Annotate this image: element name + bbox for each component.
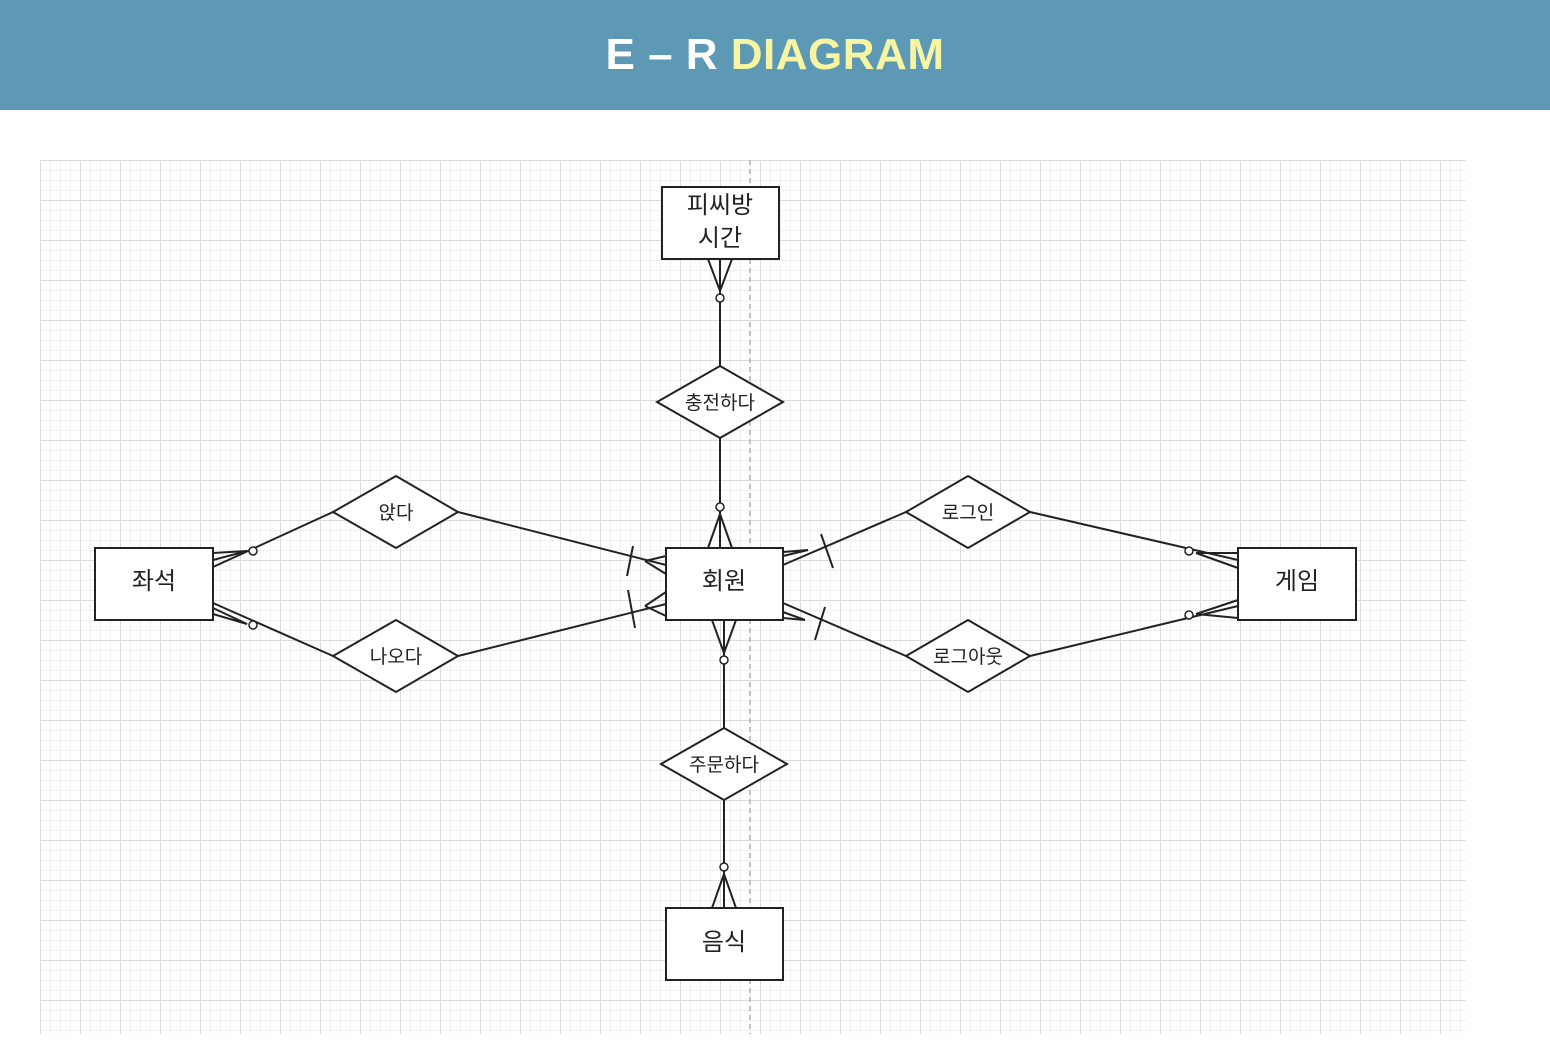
edge-seat-sit	[212, 511, 334, 568]
entity-label: 시간	[698, 224, 742, 252]
edges	[212, 258, 1239, 909]
relationship-label: 앉다	[379, 502, 414, 524]
relationship-charge[interactable]: 충전하다	[654, 364, 786, 440]
entity-label: 좌석	[132, 567, 176, 595]
endpoint-circle	[1184, 546, 1194, 556]
entity-pcbang-time[interactable]: 피씨방 시간	[661, 186, 780, 260]
entity-label: 게임	[1275, 567, 1319, 595]
edge-seat-leave	[212, 602, 334, 657]
relationship-logout[interactable]: 로그아웃	[904, 618, 1032, 694]
edge-member-logout	[782, 602, 907, 657]
relationship-label: 충전하다	[685, 392, 755, 414]
relationship-label: 주문하다	[689, 754, 759, 776]
entity-label: 회원	[702, 567, 746, 595]
page-title: E – R DIAGRAM	[606, 30, 945, 80]
endpoint-circle	[248, 546, 258, 556]
relationship-label: 로그아웃	[933, 646, 1003, 668]
relationship-label: 로그인	[942, 502, 994, 524]
entity-label: 피씨방	[687, 191, 753, 219]
endpoint-circle	[715, 502, 725, 512]
entity-game[interactable]: 게임	[1237, 547, 1357, 621]
relationship-order[interactable]: 주문하다	[658, 726, 790, 802]
endpoint-circle	[715, 293, 725, 303]
entity-seat[interactable]: 좌석	[94, 547, 214, 621]
entity-label: 음식	[702, 928, 746, 956]
edge-logout-game	[1029, 605, 1239, 657]
title-part-1: E – R	[605, 30, 719, 79]
edge-member-login	[782, 511, 907, 566]
entity-member[interactable]: 회원	[665, 547, 784, 621]
header-bar: E – R DIAGRAM	[0, 0, 1550, 110]
edge-leave-member	[457, 603, 667, 657]
endpoint-circle	[1184, 610, 1194, 620]
endpoint-circle	[248, 620, 258, 630]
relationship-login[interactable]: 로그인	[904, 474, 1032, 550]
entity-food[interactable]: 음식	[665, 907, 784, 981]
endpoint-circle	[719, 655, 729, 665]
edge-sit-member	[457, 511, 667, 566]
relationship-label: 나오다	[370, 646, 422, 668]
relationship-leave[interactable]: 나오다	[330, 618, 460, 694]
title-part-2: DIAGRAM	[730, 30, 945, 79]
relationship-sit[interactable]: 앉다	[330, 474, 460, 550]
endpoint-circle	[719, 862, 729, 872]
